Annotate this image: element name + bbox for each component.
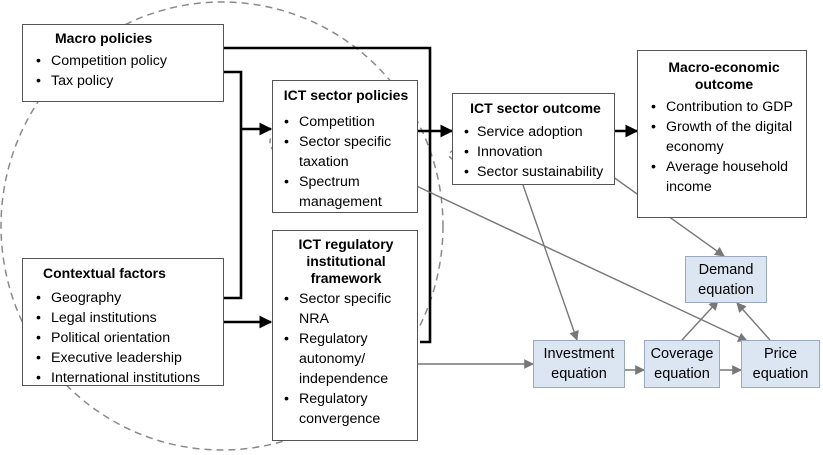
price-to-demand-arrow xyxy=(736,302,771,341)
macro-policies-box: Macro policies Competition policy Tax po… xyxy=(22,24,224,102)
ict-sector-policies-item: Sector specific taxation xyxy=(279,132,413,172)
contextual-factors-box: Contextual factors Geography Legal insti… xyxy=(22,258,224,388)
ict-sector-outcome-title: ICT sector outcome xyxy=(470,100,601,116)
equation-label-line: equation xyxy=(551,366,607,382)
investment-equation-box: Investment equation xyxy=(533,340,625,388)
macro-policies-title: Macro policies xyxy=(55,30,153,46)
equation-label-line: Demand xyxy=(698,261,754,278)
macro-economic-outcome-title: Macro-economic outcome xyxy=(646,59,802,93)
macro-to-contextual-bracket xyxy=(224,70,243,300)
title-line: institutional xyxy=(306,253,386,269)
ict-sector-outcome-item: Sector sustainability xyxy=(459,162,612,182)
ict-regulatory-framework-box: ICT regulatory institutional framework S… xyxy=(272,230,418,441)
macro-to-outcome-line xyxy=(224,46,432,344)
ict-sector-policies-box: ICT sector policies Competition Sector s… xyxy=(272,80,418,213)
ict-sector-policies-item: Spectrum management xyxy=(279,172,413,212)
coverage-to-demand-arrow xyxy=(681,300,719,341)
price-equation-box: Price equation xyxy=(741,340,820,388)
title-line: ICT regulatory xyxy=(298,236,394,252)
ict-sector-outcome-box: ICT sector outcome Service adoption Inno… xyxy=(452,93,615,185)
ict-sector-policies-title: ICT sector policies xyxy=(283,87,409,103)
equation-label-line: Investment xyxy=(543,346,615,362)
contextual-factors-item: Executive leadership xyxy=(31,348,219,368)
ict-regulatory-framework-title: ICT regulatory institutional framework xyxy=(279,236,413,287)
macro-economic-outcome-item: Growth of the digital economy xyxy=(646,117,802,157)
demand-equation-box: Demand equation xyxy=(685,256,767,303)
taxation-to-price-arrow xyxy=(377,167,748,342)
title-line: framework xyxy=(310,270,382,286)
contextual-factors-item: Geography xyxy=(31,288,219,308)
ict-sector-outcome-item: Service adoption xyxy=(459,122,612,142)
contextual-factors-item: Legal institutions xyxy=(31,308,219,328)
ict-regulatory-framework-item: Regulatory autonomy/ independence xyxy=(279,329,413,389)
policy-scope-circle xyxy=(0,1,444,451)
macro-policies-item: Competition policy xyxy=(31,51,219,71)
contextual-factors-title: Contextual factors xyxy=(43,265,166,281)
macro-economic-outcome-box: Macro-economic outcome Contribution to G… xyxy=(637,50,807,218)
ict-sector-policies-item: Competition xyxy=(279,112,413,132)
title-line: outcome xyxy=(694,76,754,92)
ict-regulatory-framework-item: Regulatory convergence xyxy=(279,389,413,429)
bold-connectors xyxy=(224,46,639,344)
equation-label-line: equation xyxy=(698,281,754,298)
title-line: Macro-economic xyxy=(668,59,780,75)
equation-label-line: equation xyxy=(654,366,710,382)
macro-economic-outcome-item: Average household income xyxy=(646,157,802,197)
macro-policies-item: Tax policy xyxy=(31,71,219,91)
ict-regulatory-framework-item: Sector specific NRA xyxy=(279,289,413,329)
innovation-to-investment-arrow xyxy=(514,161,579,341)
ict-sector-outcome-item: Innovation xyxy=(459,142,612,162)
contextual-factors-item: International institutions xyxy=(31,368,219,388)
macro-economic-outcome-item: Contribution to GDP xyxy=(646,97,802,117)
equation-label-line: equation xyxy=(752,366,809,382)
contextual-factors-item: Political orientation xyxy=(31,328,219,348)
grey-connectors xyxy=(377,138,771,375)
equation-label-line: Price xyxy=(763,346,798,362)
equation-label-line: Coverage xyxy=(650,346,714,362)
coverage-equation-box: Coverage equation xyxy=(644,340,720,388)
